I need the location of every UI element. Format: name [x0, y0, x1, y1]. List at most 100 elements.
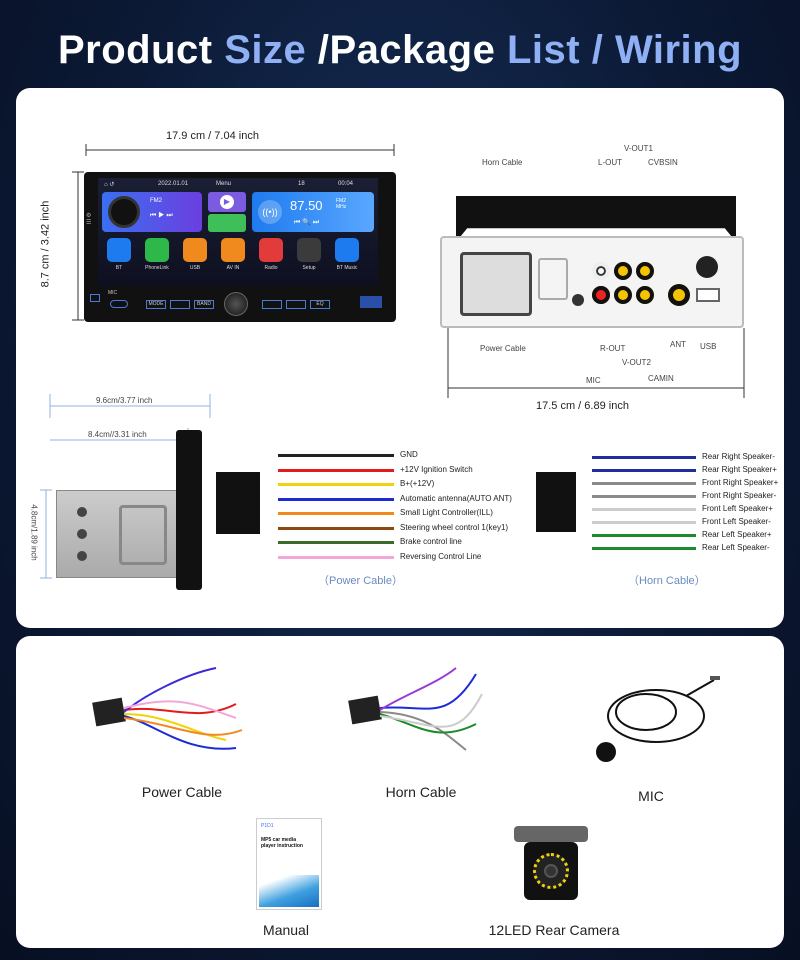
radio-icon: ((•)) — [258, 200, 282, 224]
title-word: Product — [57, 28, 213, 72]
wire-row: Brake control line — [278, 537, 580, 547]
title-word-highlight: Size — [224, 28, 307, 72]
power-cable-package-label: Power Cable — [141, 784, 223, 800]
side-height-label: 4.8cm/1.89 inch — [29, 504, 39, 561]
screen-menu[interactable]: Menu — [216, 181, 232, 187]
power-cable-label: Power Cable — [480, 344, 526, 353]
app-tile[interactable]: Setup — [294, 238, 324, 278]
power-cable-caption: （Power Cable） — [318, 575, 403, 587]
wire-label: Brake control line — [400, 537, 462, 546]
android-icon[interactable] — [208, 214, 246, 232]
screen-bt-count: 18 — [298, 181, 305, 187]
manual-image: P1D1 MP5 car media player instruction — [256, 818, 322, 910]
v-out1-label: V-OUT1 — [624, 144, 653, 153]
app-label: PhoneLink — [145, 265, 169, 271]
horn-cable-image — [348, 667, 483, 751]
side-depth2-label: 8.4cm//3.31 inch — [88, 430, 147, 439]
app-tile[interactable]: PhoneLink — [142, 238, 172, 278]
wire-line — [592, 495, 696, 498]
wire-label: Rear Right Speaker- — [702, 452, 775, 461]
screen: ⌂ ↺ 2022.01.01 Menu 18 00:04 FM2 ⏮ ▶ ⏭ ▶… — [98, 178, 378, 286]
wire-label: +12V Ignition Switch — [400, 464, 473, 474]
wire-label: Rear Left Speaker- — [702, 543, 770, 552]
power-cable-image — [92, 667, 243, 750]
bolt — [696, 256, 718, 278]
camera-bracket — [514, 826, 588, 842]
app-label: Radio — [264, 265, 278, 271]
mode-button[interactable]: MODE — [146, 300, 166, 309]
wire-line — [278, 468, 394, 472]
volume-knob[interactable] — [224, 292, 248, 316]
wire-line — [592, 469, 696, 472]
horn-wire-list: Rear Right Speaker- Rear Right Speaker+ Fr… — [592, 452, 782, 552]
rear-width-label: 17.5 cm / 6.89 inch — [536, 400, 629, 412]
package-list-panel: Power Cable Horn Cable MIC P1D1 MP5 car … — [16, 636, 784, 948]
wire-row: Steering wheel control 1(key1) — [278, 523, 580, 533]
radio-unit: MHz — [336, 204, 347, 210]
app-icon — [183, 238, 207, 262]
app-tile[interactable]: Radio — [256, 238, 286, 278]
eq-button[interactable]: EQ — [310, 300, 330, 309]
wire-label: Front Left Speaker+ — [702, 504, 773, 513]
app-tile[interactable]: BT — [104, 238, 134, 278]
wire-row: Front Left Speaker+ — [592, 504, 784, 514]
app-label: Setup — [302, 265, 316, 271]
camin-label: CAMIN — [648, 374, 674, 383]
app-icon — [297, 238, 321, 262]
radio-widget[interactable]: ((•)) 87.50 FM2 MHz ⏮ 🔍 ⏭ — [252, 192, 374, 232]
title-word-highlight: / Wiring — [591, 28, 743, 72]
app-tile[interactable]: BT Music — [332, 238, 362, 278]
front-width-label: 17.9 cm / 7.04 inch — [166, 130, 259, 142]
play-controls-icon[interactable]: ⏮ ▶ ⏭ — [150, 212, 173, 219]
wire-label: Reversing Control Line — [400, 551, 482, 561]
size-wiring-panel: 17.9 cm / 7.04 inch 8.7 cm / 3.42 inch ⌂… — [16, 88, 784, 628]
r-out-label: R-OUT — [600, 344, 626, 353]
music-widget[interactable]: FM2 ⏮ ▶ ⏭ — [102, 192, 202, 232]
call-button[interactable] — [170, 300, 190, 309]
video-tile[interactable]: ▶ — [208, 192, 246, 212]
page-title: Product Size /Package List / Wiring — [0, 28, 800, 73]
cvbsin-jack — [636, 262, 654, 280]
l-out-jack — [592, 262, 610, 280]
app-row: BT PhoneLink USB AV IN Radio Setup BT Music — [102, 236, 374, 282]
app-icon — [145, 238, 169, 262]
wire-row: Rear Left Speaker+ — [592, 530, 784, 540]
app-label: BT — [115, 265, 123, 271]
next-button[interactable] — [286, 300, 306, 309]
mic-label: MIC — [108, 290, 118, 296]
power-connector-icon — [216, 472, 260, 534]
prev-button[interactable] — [262, 300, 282, 309]
title-word-highlight: List — [506, 28, 581, 72]
app-icon — [221, 238, 245, 262]
app-label: USB — [189, 265, 201, 271]
horn-cable-package-label: Horn Cable — [385, 784, 457, 800]
wire-label: B+(+12V) — [400, 479, 435, 488]
wire-line — [592, 508, 696, 511]
radio-controls-icon[interactable]: ⏮ 🔍 ⏭ — [294, 219, 320, 226]
wire-label: Front Left Speaker- — [702, 517, 771, 526]
app-icon — [259, 238, 283, 262]
title-word: /Package — [317, 28, 496, 72]
music-label: FM2 — [150, 198, 162, 204]
mute-button[interactable] — [110, 300, 128, 308]
band-button[interactable]: BAND — [194, 300, 214, 309]
power-button[interactable] — [90, 294, 100, 302]
front-height-label: 8.7 cm / 3.42 inch — [39, 200, 52, 288]
ant-label: ANT — [670, 340, 686, 349]
v-out1-jack — [614, 262, 632, 280]
wire-line — [278, 555, 394, 559]
v-out2-jack — [614, 286, 632, 304]
manual-package-label: Manual — [263, 922, 309, 938]
wire-row: Rear Left Speaker- — [592, 543, 784, 553]
wire-label: Rear Left Speaker+ — [702, 530, 772, 539]
side-icons: ⚙☰ — [86, 213, 92, 226]
wire-line — [278, 541, 394, 544]
mic-rear-label: MIC — [586, 376, 601, 385]
app-tile[interactable]: AV IN — [218, 238, 248, 278]
app-tile[interactable]: USB — [180, 238, 210, 278]
camera-package-label: 12LED Rear Camera — [488, 922, 620, 938]
wire-line — [592, 547, 696, 550]
wire-row: Rear Right Speaker+ — [592, 465, 784, 475]
play-icon: ▶ — [220, 195, 234, 209]
